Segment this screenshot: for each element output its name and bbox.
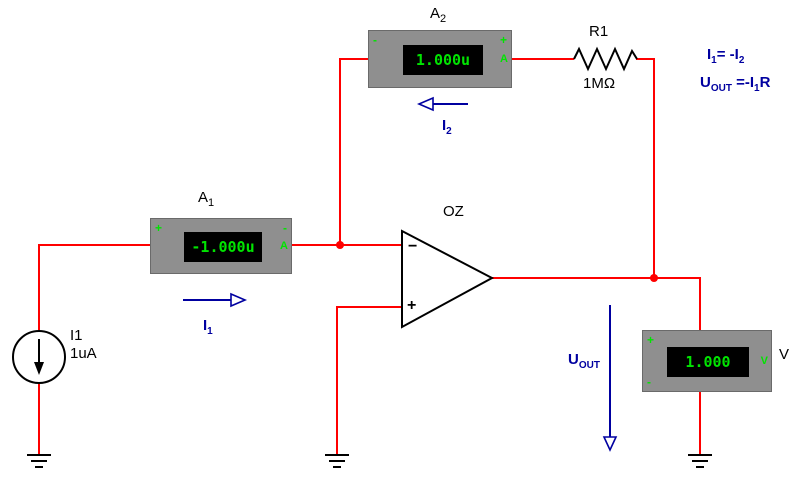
wire-to-voltmeter[interactable]: [699, 277, 701, 333]
text-part: = -I: [716, 46, 739, 63]
resistor-value: 1MΩ: [583, 75, 616, 92]
wire-source-bottom[interactable]: [38, 383, 40, 454]
current-source-arrowhead: [34, 362, 44, 375]
opamp-minus-input-sign: −: [408, 238, 418, 255]
text-part: =-I: [731, 74, 755, 91]
wire-r1-right[interactable]: [636, 58, 655, 60]
wire-a1-to-opamp[interactable]: [292, 244, 402, 246]
ammeter-a2[interactable]: - + A 1.000u: [368, 30, 512, 88]
text-part: U: [568, 351, 579, 368]
text-part: I: [442, 117, 447, 134]
a2-unit-label: A: [500, 53, 508, 65]
wire-source-top[interactable]: [38, 245, 40, 332]
a2-left-terminal-mark: -: [373, 33, 377, 47]
voltmeter-plus-terminal-mark: +: [647, 333, 655, 347]
wire-voltmeter-to-ground[interactable]: [699, 391, 701, 454]
voltmeter-label: V: [779, 346, 790, 363]
opamp-plus-input-sign: +: [407, 297, 417, 314]
wire-plus-input[interactable]: [337, 306, 403, 308]
junction-dot: [336, 241, 344, 249]
text-part: A: [198, 189, 209, 206]
i2-arrow-label: I2: [442, 117, 452, 138]
wire-a2-to-r1[interactable]: [512, 58, 574, 60]
voltmeter-unit-label: V: [760, 355, 768, 367]
a1-unit-label: A: [280, 240, 288, 252]
wire-source-to-a1[interactable]: [38, 244, 151, 246]
text-part: R: [759, 74, 771, 91]
text-part: 1: [208, 197, 215, 209]
opamp-label: OZ: [443, 203, 464, 220]
text-part: 2: [738, 55, 745, 66]
text-part: I: [707, 46, 712, 63]
text-part: 2: [446, 126, 452, 137]
ground-symbol-middle[interactable]: [325, 454, 349, 468]
text-part: 2: [440, 13, 447, 25]
a1-right-terminal-mark: -: [283, 221, 287, 235]
text-part: U: [700, 74, 711, 91]
equation-current: I1= -I2: [707, 46, 744, 67]
resistor-label: R1: [589, 23, 609, 40]
wire-feedback-down[interactable]: [653, 58, 655, 279]
text-part: 1: [711, 55, 717, 66]
ammeter-a1[interactable]: + - A -1.000u: [150, 218, 292, 274]
i1-arrow-label: I1: [203, 317, 213, 338]
a1-reading-display: -1.000u: [184, 232, 262, 262]
i1-current-direction-arrow: [183, 292, 248, 308]
text-part: 1: [207, 326, 213, 337]
resistor-symbol[interactable]: [573, 46, 638, 72]
text-part: OUT: [710, 83, 732, 94]
junction-dot: [650, 274, 658, 282]
voltmeter-reading-display: 1.000: [667, 347, 749, 377]
wire-opamp-output[interactable]: [490, 277, 701, 279]
text-part: 1: [754, 83, 760, 94]
voltmeter-minus-terminal-mark: -: [647, 375, 651, 389]
text-part: A: [430, 5, 441, 22]
a2-label: A2: [430, 5, 446, 26]
ground-symbol-left[interactable]: [27, 454, 51, 468]
uout-voltage-arrow: [602, 305, 618, 452]
a2-right-terminal-mark: +: [499, 33, 507, 47]
wire-a2-left[interactable]: [339, 58, 369, 60]
i2-current-direction-arrow: [416, 96, 468, 112]
wire-branch-to-a2[interactable]: [339, 58, 341, 246]
uout-arrow-label: UOUT: [520, 351, 600, 372]
a2-reading-display: 1.000u: [403, 45, 483, 75]
a1-left-terminal-mark: +: [155, 221, 163, 235]
current-source-label: I1: [70, 327, 83, 344]
opamp-symbol[interactable]: [401, 229, 495, 329]
wire-plus-to-ground[interactable]: [336, 306, 338, 454]
voltmeter[interactable]: + - V 1.000: [642, 330, 772, 392]
current-source-value: 1uA: [70, 345, 97, 362]
text-part: OUT: [578, 360, 600, 371]
text-part: I: [203, 317, 208, 334]
ground-symbol-right[interactable]: [688, 454, 712, 468]
a1-label: A1: [198, 189, 214, 210]
equation-output-voltage: UOUT =-I1R: [700, 74, 770, 95]
